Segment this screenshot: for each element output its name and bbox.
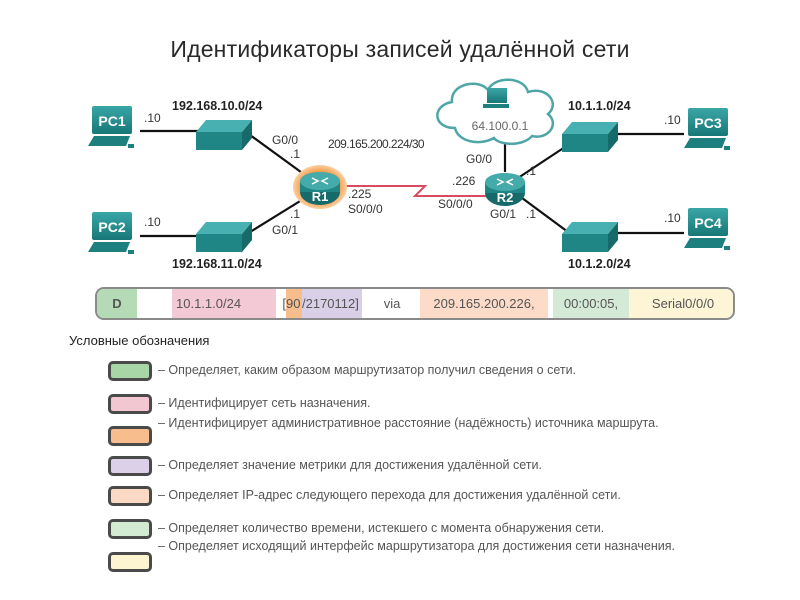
pc2-ip: .10 — [144, 215, 161, 229]
serial-link — [343, 185, 488, 197]
link-r2-sw3 — [517, 146, 566, 179]
r1-g00-ip: .1 — [290, 147, 300, 161]
legend-swatch — [108, 361, 152, 381]
r2-lan4-ip: .1 — [526, 207, 536, 221]
internet-cloud: 64.100.0.1 — [436, 78, 555, 145]
pc4-ip: .10 — [664, 211, 681, 225]
r2-s000-ip: .226 — [452, 174, 476, 188]
router-r1-icon: R1 — [293, 165, 347, 209]
route-via: via — [362, 289, 422, 318]
pc3-icon: PC3 — [684, 108, 730, 150]
legend-text: – Определяет значение метрики для достиж… — [158, 458, 542, 472]
r1-g00-label: G0/0 — [272, 133, 298, 147]
legend-swatch — [108, 456, 152, 476]
r1-g01-label: G0/1 — [272, 223, 298, 237]
lan1-network: 192.168.10.0/24 — [172, 99, 262, 113]
route-next-hop: 209.165.200.226, — [420, 289, 548, 318]
route-source-code: D — [97, 289, 137, 318]
switch1-icon — [196, 120, 252, 150]
lan2-network: 192.168.11.0/24 — [172, 257, 262, 271]
network-topology: 64.100.0.1 PC1 PC2 PC3 PC4 — [88, 78, 730, 271]
pc1-label: PC1 — [98, 113, 125, 129]
legend-text: – Определяет, каким образом маршрутизато… — [158, 363, 577, 377]
pc3-ip: .10 — [664, 113, 681, 127]
pc1-icon: PC1 — [88, 106, 134, 148]
r1-s000-ip: .225 — [348, 187, 372, 201]
page-title: Идентификаторы записей удалённой сети — [170, 36, 630, 62]
lan4-network: 10.1.2.0/24 — [568, 257, 631, 271]
legend-swatch — [108, 394, 152, 414]
pc2-label: PC2 — [98, 219, 125, 235]
wan-network: 209.165.200.224/30 — [328, 137, 425, 151]
r1-g01-ip: .1 — [290, 207, 300, 221]
switch3-icon — [562, 122, 618, 152]
pc2-icon: PC2 — [88, 212, 134, 254]
legend-title: Условные обозначения — [69, 333, 210, 348]
legend-text: – Определяет количество времени, истекше… — [158, 521, 605, 535]
r2-s000-label: S0/0/0 — [438, 197, 473, 211]
legend-text: – Определяет IP-адрес следующего переход… — [158, 488, 621, 502]
links — [140, 129, 684, 238]
route-timestamp: 00:00:05, — [553, 289, 629, 318]
link-sw1-r1 — [249, 134, 306, 176]
route-bracket-open: [ — [278, 289, 286, 318]
route-exit-interface: Serial0/0/0 — [629, 289, 733, 318]
pc4-label: PC4 — [694, 215, 721, 231]
legend-swatch — [108, 552, 152, 572]
pc3-label: PC3 — [694, 115, 721, 131]
r2-g00-label: G0/0 — [466, 152, 492, 166]
legend-text: – Идентифицирует административное рассто… — [158, 416, 659, 430]
r2-label: R2 — [497, 190, 514, 205]
route-destination-network: 10.1.1.0/24 — [172, 289, 276, 318]
pc4-icon: PC4 — [684, 208, 730, 250]
route-admin-distance: 90 — [286, 289, 302, 318]
legend-swatch — [108, 426, 152, 446]
switch2-icon — [196, 222, 252, 252]
router-r2-icon: R2 — [485, 173, 525, 206]
r2-g01-label: G0/1 — [490, 207, 516, 221]
pc1-ip: .10 — [144, 111, 161, 125]
server-icon — [483, 88, 509, 108]
internet-host-ip: 64.100.0.1 — [472, 119, 529, 133]
legend-swatch — [108, 486, 152, 506]
lan3-network: 10.1.1.0/24 — [568, 99, 631, 113]
legend-text: – Идентифицирует сеть назначения. — [158, 396, 371, 410]
legend-text: – Определяет исходящий интерфейс маршрут… — [158, 539, 675, 553]
route-metric: /2170112] — [302, 289, 362, 318]
switch4-icon — [562, 222, 618, 252]
r1-label: R1 — [312, 189, 329, 204]
legend-swatch — [108, 519, 152, 539]
r2-lan3-ip: .1 — [526, 164, 536, 178]
link-sw2-r1 — [249, 197, 306, 233]
link-r2-sw4 — [517, 194, 569, 233]
r1-s000-label: S0/0/0 — [348, 202, 383, 216]
route-entry: D 10.1.1.0/24 [ 90 /2170112] via 209.165… — [95, 287, 735, 320]
